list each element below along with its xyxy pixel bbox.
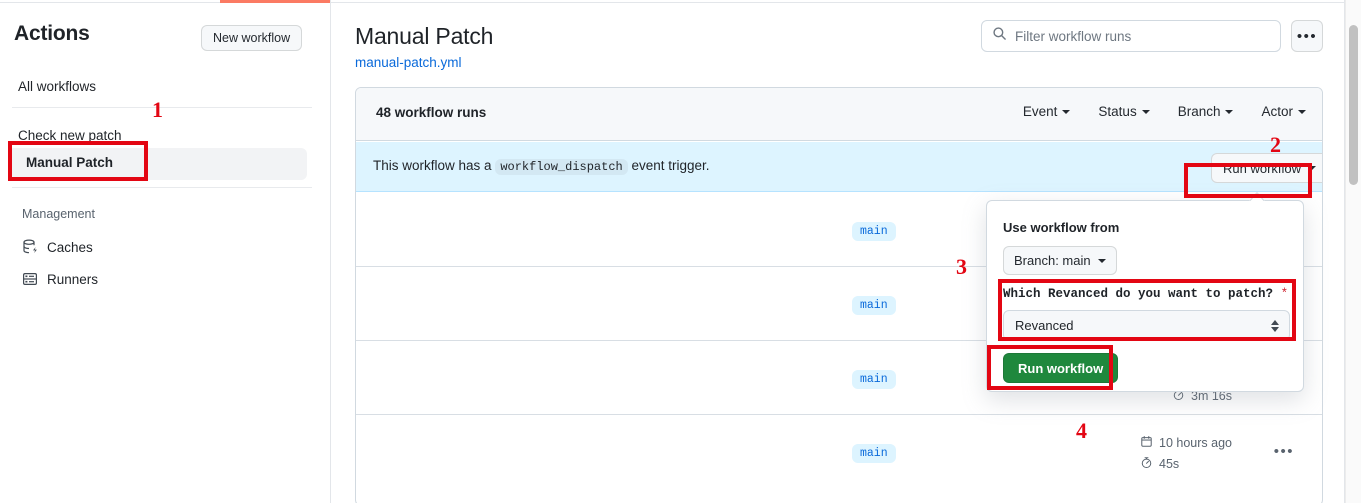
workflow-input-question: Which Revanced do you want to patch? (1003, 287, 1274, 301)
workflow-input-label: Which Revanced do you want to patch? * (1003, 287, 1288, 301)
revanced-select-input[interactable]: Revanced (1003, 310, 1290, 341)
top-hairline (0, 2, 1361, 3)
dropdown-arrow (1249, 192, 1265, 201)
started-line: 10 hours ago (1140, 435, 1232, 451)
dispatch-banner-text: This workflow has a workflow_dispatch ev… (373, 158, 710, 175)
dispatch-text-before: This workflow has a (373, 158, 492, 173)
dispatch-event-code: workflow_dispatch (495, 159, 628, 175)
sidebar-item-all-workflows[interactable]: All workflows (18, 79, 97, 94)
duration-value: 45s (1159, 457, 1180, 471)
filter-status[interactable]: Status (1098, 104, 1150, 119)
cache-icon (22, 239, 38, 255)
page-load-progress-bar (220, 0, 330, 3)
run-workflow-trigger-label: Run workflow (1223, 160, 1302, 176)
branch-badge[interactable]: main (852, 444, 896, 463)
search-input[interactable]: Filter workflow runs (981, 20, 1281, 52)
search-placeholder: Filter workflow runs (1015, 28, 1132, 44)
vertical-scrollbar[interactable] (1345, 0, 1361, 503)
filter-actor[interactable]: Actor (1261, 104, 1306, 119)
sidebar-item-caches[interactable]: Caches (22, 239, 93, 255)
branch-badge[interactable]: main (852, 370, 896, 389)
started-value: 10 hours ago (1159, 436, 1232, 450)
sidebar-item-manual-patch[interactable]: Manual Patch (8, 148, 307, 180)
table-row[interactable]: main 10 hours ago (356, 415, 1322, 489)
revanced-select-value: Revanced (1015, 318, 1074, 333)
calendar-icon (1140, 435, 1153, 451)
annotation-number-3: 3 (956, 254, 967, 279)
sidebar-item-runners[interactable]: Runners (22, 271, 98, 287)
sidebar-vertical-divider (330, 0, 331, 503)
workflow-runs-header: 48 workflow runs Event Status Branch Act… (356, 88, 1322, 141)
new-workflow-button[interactable]: New workflow (201, 25, 303, 51)
scrollbar-thumb[interactable] (1349, 25, 1358, 185)
stepper-icon (1271, 319, 1279, 332)
chevron-down-icon (1298, 110, 1306, 115)
row-more-options-button[interactable]: ••• (1273, 443, 1294, 460)
branch-select-button[interactable]: Branch: main (1003, 246, 1117, 275)
sidebar-item-label: Caches (47, 239, 93, 255)
workflow-file-link[interactable]: manual-patch.yml (355, 55, 462, 70)
duration-line: 45s (1140, 456, 1232, 472)
content-right-border (1344, 0, 1345, 503)
server-icon (22, 271, 38, 287)
sidebar-title: Actions (14, 22, 90, 45)
branch-select-value: Branch: main (1014, 253, 1091, 268)
run-meta: 10 hours ago 45s (1140, 435, 1232, 472)
filter-branch[interactable]: Branch (1178, 104, 1234, 119)
workflow-runs-count: 48 workflow runs (376, 105, 487, 120)
sidebar-item-label: Runners (47, 271, 99, 287)
branch-badge[interactable]: main (852, 296, 896, 315)
branch-badge[interactable]: main (852, 222, 896, 241)
chevron-down-icon (1225, 110, 1234, 115)
stopwatch-icon (1140, 456, 1153, 472)
sidebar-item-label: Manual Patch (26, 155, 114, 170)
filter-event[interactable]: Event (1023, 104, 1071, 119)
chevron-down-icon (1141, 110, 1150, 115)
sidebar: Actions New workflow All workflows Check… (0, 3, 330, 503)
filter-bar: Event Status Branch Actor (1023, 104, 1306, 119)
run-workflow-dropdown-panel: Use workflow from Branch: main Which Rev… (986, 200, 1304, 392)
dispatch-text-after: event trigger. (631, 158, 710, 173)
sidebar-divider-2 (12, 187, 312, 188)
use-workflow-from-label: Use workflow from (1003, 220, 1120, 235)
annotation-number-2: 2 (1270, 132, 1281, 157)
duration-value: 3m 16s (1191, 389, 1232, 403)
chevron-down-icon (1062, 110, 1071, 115)
required-asterisk: * (1280, 287, 1289, 301)
page-title: Manual Patch (355, 23, 494, 49)
annotation-number-4: 4 (1076, 418, 1087, 443)
run-workflow-submit-button[interactable]: Run workflow (1003, 353, 1119, 383)
chevron-down-icon (1097, 258, 1106, 263)
chevron-down-icon (1308, 166, 1317, 170)
search-icon (992, 26, 1007, 46)
sidebar-divider-1 (12, 107, 312, 108)
sidebar-management-heading: Management (22, 207, 95, 221)
workflow-dispatch-banner: This workflow has a workflow_dispatch ev… (356, 142, 1322, 192)
sidebar-item-check-new-patch[interactable]: Check new patch (18, 128, 122, 143)
run-workflow-dropdown-button[interactable]: Run workflow (1211, 153, 1322, 183)
active-indicator-bar (8, 151, 11, 177)
annotation-number-1: 1 (152, 97, 163, 122)
more-options-button[interactable]: ••• (1291, 20, 1323, 52)
